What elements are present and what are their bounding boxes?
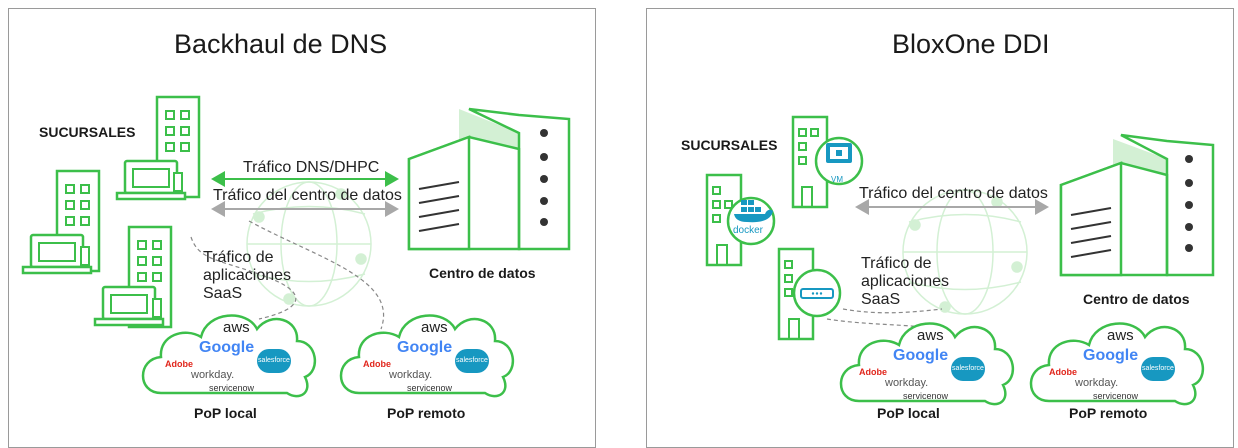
vm-icon <box>814 136 864 186</box>
adobe-logo: Adobe <box>859 367 887 377</box>
servicenow-logo: servicenow <box>903 391 949 401</box>
datacenter-label: Centro de datos <box>429 265 536 281</box>
salesforce-logo: salesforce <box>455 349 489 373</box>
cloud-pop-remote <box>339 314 515 398</box>
aws-logo: aws <box>917 327 944 344</box>
google-logo: Google <box>397 339 453 356</box>
diagram-art <box>21 95 571 398</box>
salesforce-logo: salesforce <box>951 357 985 381</box>
panel-backhaul: Backhaul de DNS SUCURSALES Tráfico DNS/D… <box>8 8 596 448</box>
dc-traffic-label: Tráfico del centro de datos <box>213 187 402 204</box>
pop-local-label: PoP local <box>194 405 257 421</box>
router-icon <box>792 268 842 318</box>
branches-label: SUCURSALES <box>681 137 778 153</box>
datacenter-building <box>407 107 571 251</box>
pop-local-label: PoP local <box>877 405 940 421</box>
adobe-logo: Adobe <box>165 359 193 369</box>
diagram-art <box>705 115 1215 406</box>
servicenow-logo: servicenow <box>209 383 255 393</box>
salesforce-logo: salesforce <box>1141 357 1175 381</box>
vm-label: VM <box>831 175 843 184</box>
salesforce-logo: salesforce <box>257 349 291 373</box>
saas-traffic-label: Tráfico de aplicaciones SaaS <box>203 249 292 302</box>
dns-traffic-label: Tráfico DNS/DHPC <box>243 159 380 176</box>
panel-title: BloxOne DDI <box>892 29 1050 59</box>
servicenow-logo: servicenow <box>1093 391 1139 401</box>
docker-icon <box>726 196 776 246</box>
datacenter-label: Centro de datos <box>1083 291 1190 307</box>
workday-logo: workday. <box>191 369 235 381</box>
panel-bloxone: BloxOne DDI SUCURSALES VM docker Tráfico… <box>646 8 1234 448</box>
workday-logo: workday. <box>1075 377 1119 389</box>
google-logo: Google <box>893 347 949 364</box>
cloud-pop-local <box>839 322 1015 406</box>
saas-path-local <box>190 236 297 320</box>
dc-traffic-label: Tráfico del centro de datos <box>859 185 1048 202</box>
docker-label: docker <box>733 225 764 236</box>
pop-remote-label: PoP remoto <box>387 405 466 421</box>
workday-logo: workday. <box>389 369 433 381</box>
google-logo: Google <box>1083 347 1139 364</box>
google-logo: Google <box>199 339 255 356</box>
branches-label: SUCURSALES <box>39 124 136 140</box>
laptop-2 <box>21 233 93 275</box>
aws-logo: aws <box>421 319 448 336</box>
aws-logo: aws <box>1107 327 1134 344</box>
panel-title: Backhaul de DNS <box>174 29 388 59</box>
adobe-logo: Adobe <box>363 359 391 369</box>
workday-logo: workday. <box>885 377 929 389</box>
servicenow-logo: servicenow <box>407 383 453 393</box>
laptop-3 <box>93 285 165 327</box>
adobe-logo: Adobe <box>1049 367 1077 377</box>
branch-building-1 <box>791 115 829 209</box>
datacenter-building <box>1059 133 1215 277</box>
laptop-1 <box>115 159 187 201</box>
saas-traffic-label: Tráfico de aplicaciones SaaS <box>861 255 950 308</box>
cloud-pop-local <box>141 314 317 398</box>
saas-path-local <box>842 308 943 314</box>
pop-remote-label: PoP remoto <box>1069 405 1148 421</box>
saas-path-remote <box>248 220 384 330</box>
cloud-pop-remote <box>1029 322 1205 406</box>
aws-logo: aws <box>223 319 250 336</box>
